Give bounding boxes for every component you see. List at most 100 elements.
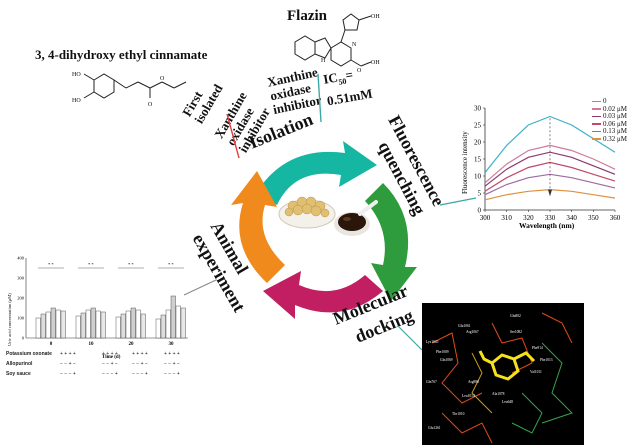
bar — [95, 310, 101, 339]
chart-legend-label: 0.06 μM — [603, 119, 627, 128]
bar — [120, 313, 126, 339]
bar-y-tick-label: 100 — [17, 316, 25, 321]
chart-y-tick-label: 20 — [474, 139, 482, 147]
soy-sauce-dish-icon — [334, 200, 378, 236]
arrow-bottom-magenta — [263, 271, 383, 319]
chart-y-tick-label: 15 — [474, 156, 482, 164]
svg-text:HO: HO — [72, 72, 81, 78]
bar — [170, 295, 176, 339]
treatment-label: Potassium oxonate — [6, 351, 52, 357]
bar — [80, 312, 86, 339]
bar-group-label: 20 — [129, 342, 135, 347]
treatment-label: Allopurinol — [6, 361, 33, 367]
chart-legend-label: 0 — [603, 97, 607, 105]
treatment-marks: − − + − — [164, 361, 180, 367]
arrow-top-teal — [255, 141, 377, 205]
chart-legend-item: 0 — [592, 98, 607, 105]
svg-text:H: H — [321, 58, 326, 64]
arrow-right-green — [365, 183, 417, 301]
treatment-marks: + + + + — [132, 351, 148, 357]
svg-text:O: O — [148, 102, 153, 108]
bar — [40, 313, 46, 339]
docking-residue-label: Ala1078 — [492, 392, 505, 396]
chart-y-tick-label: 10 — [474, 173, 482, 181]
bar — [75, 315, 81, 339]
chart-legend-swatch — [592, 138, 601, 140]
docking-residue-stick — [491, 322, 533, 374]
bar — [85, 309, 91, 339]
docking-residue-stick — [471, 352, 493, 414]
bar — [175, 305, 181, 339]
docking-residue-label: Ser1082 — [510, 330, 522, 334]
chart-legend-swatch — [592, 108, 601, 110]
chart-x-tick-label: 360 — [610, 214, 621, 222]
chart-quench-arrowhead — [548, 189, 552, 197]
treatment-marks: − − − + — [132, 371, 148, 377]
bar — [35, 317, 41, 339]
svg-text:OH: OH — [371, 14, 380, 20]
chart-legend-label: 0.03 μM — [603, 112, 627, 120]
bar-y-tick-label: 0 — [22, 336, 25, 341]
docking-ligand — [478, 350, 520, 381]
chart-xlabel: Wavelength (nm) — [519, 221, 575, 230]
svg-text:HO: HO — [72, 98, 81, 104]
cinnamate-label: 3, 4-dihydroxy ethyl cinnamate — [35, 47, 208, 62]
chart-x-tick-label: 340 — [566, 214, 577, 222]
bar — [115, 316, 121, 339]
bar — [125, 310, 131, 339]
docking-residue-label: Gln767 — [426, 380, 437, 384]
chart-legend-swatch — [592, 115, 601, 118]
flazin-structure-icon: H N OH OH O — [294, 13, 380, 72]
docking-residue-label: Glu1261 — [428, 426, 441, 430]
svg-text:O: O — [160, 76, 165, 82]
chart-y-tick-label: 0 — [478, 207, 482, 215]
chart-ylabel: Fluorescence intensity — [461, 131, 469, 194]
docking-residue-stick — [511, 392, 543, 434]
connector-right — [317, 73, 322, 123]
chart-x-tick-label: 300 — [480, 214, 491, 222]
arrow-left-orange — [231, 171, 285, 283]
docking-residue-label: Lys1045 — [426, 340, 439, 344]
treatment-marks: − − + − — [132, 361, 148, 367]
bar-group-label: 10 — [89, 342, 95, 347]
bar — [135, 309, 141, 339]
bar — [130, 307, 136, 339]
docking-ligand — [513, 351, 536, 363]
connector-left — [226, 113, 240, 159]
treatment-row: Allopurinol − − + − − − + − − − + − − − … — [6, 361, 186, 371]
docking-residue-label: Phe914 — [532, 346, 543, 350]
bar-significance-label: * * — [168, 262, 174, 267]
chart-legend-item: 0.13 μM — [592, 128, 627, 135]
treatment-marks: − − + − — [102, 361, 118, 367]
bar — [180, 307, 186, 339]
docking-residue-label: Gln1069 — [440, 358, 453, 362]
treatment-row: Soy sauce − − − + − − − + − − − + − − − … — [6, 371, 186, 381]
chart-x-tick-label: 310 — [501, 214, 512, 222]
svg-text:O: O — [357, 68, 362, 72]
treatment-marks: − − − + — [164, 371, 180, 377]
bar — [60, 310, 66, 339]
docking-residue-label: Thr1010 — [452, 412, 465, 416]
chart-y-tick-label: 25 — [474, 122, 482, 130]
bar — [155, 318, 161, 339]
bar-ylabel: Uric acid concentration (μM) — [7, 293, 12, 346]
bar — [50, 307, 56, 339]
chart-x-tick-label: 320 — [523, 214, 534, 222]
chart-legend-item: 0.03 μM — [592, 113, 627, 120]
svg-text:OH: OH — [371, 60, 380, 66]
chart-x-tick-label: 330 — [545, 214, 556, 222]
docking-residue-label: Glu802 — [510, 314, 521, 318]
chart-legend-label: 0.02 μM — [603, 104, 627, 113]
docking-residue-label: Phe1009 — [436, 350, 449, 354]
bar-y-tick-label: 300 — [17, 276, 25, 281]
docking-residue-stick — [441, 412, 493, 444]
docking-image: Lys1045Glu1061Arg1067Glu802Ser1082Phe100… — [422, 303, 584, 445]
bar-y-tick-label: 400 — [17, 256, 25, 261]
docking-residue-stick — [541, 342, 573, 424]
docking-residue-label: Arg1067 — [466, 330, 479, 334]
bar — [160, 314, 166, 339]
treatment-label: Soy sauce — [6, 371, 31, 377]
chart-y-tick-label: 30 — [474, 105, 482, 113]
bar-group-label: 30 — [169, 342, 175, 347]
